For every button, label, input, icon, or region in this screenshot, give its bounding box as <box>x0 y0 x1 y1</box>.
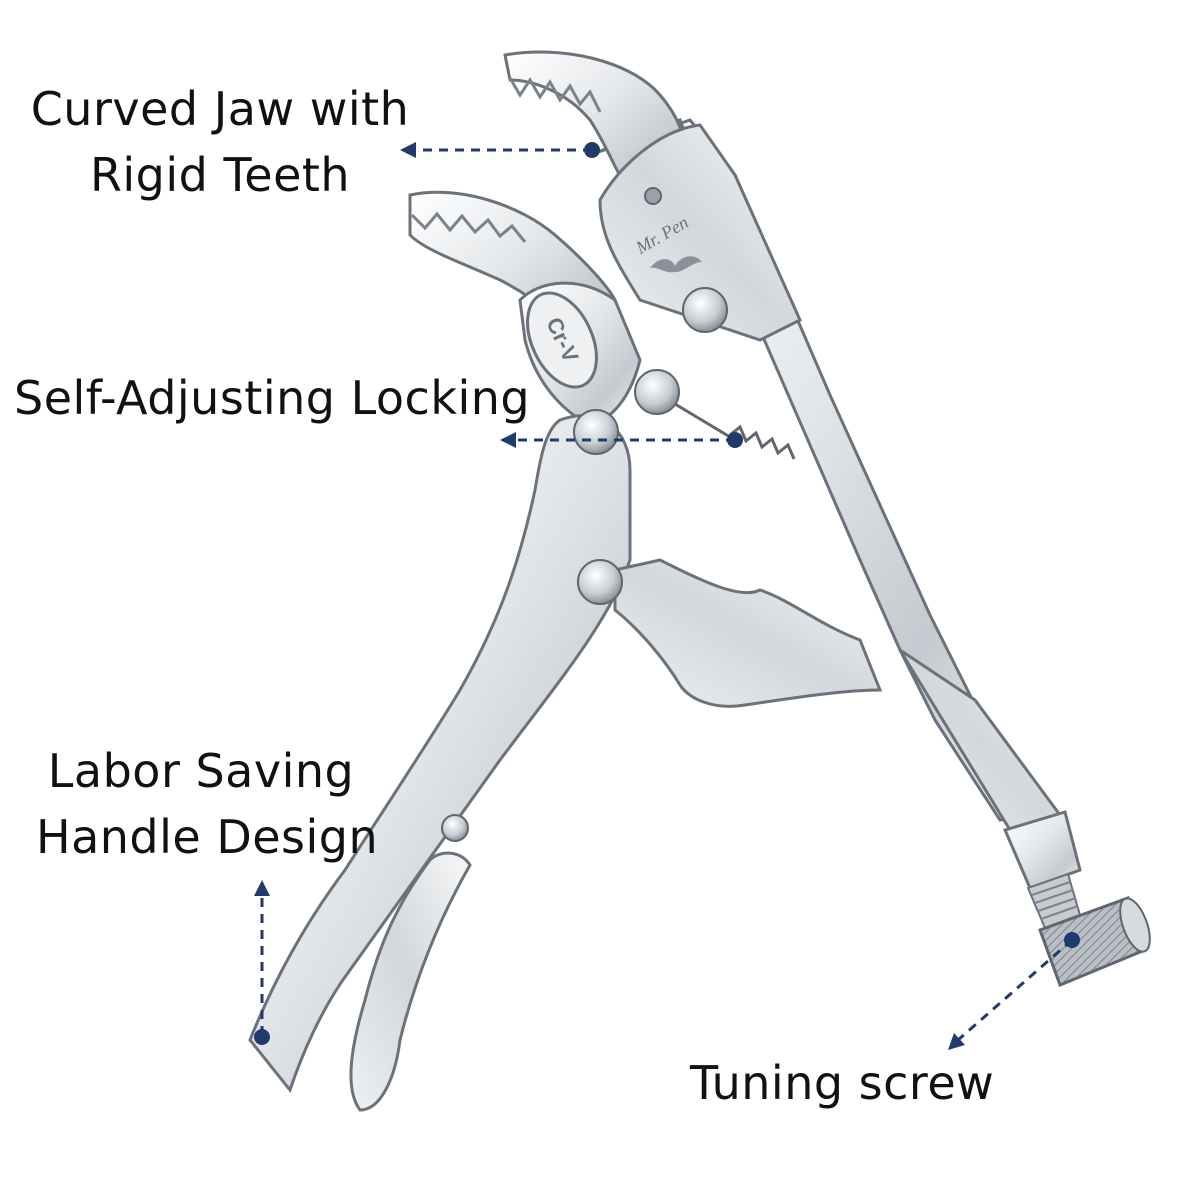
handle-arrowhead-icon <box>254 880 270 896</box>
lock-label: Self-Adjusting Locking <box>14 365 530 431</box>
screw-arrowhead-icon <box>948 1033 965 1050</box>
rivets <box>441 287 728 842</box>
callout-arrowheads <box>254 142 965 1050</box>
jaw-label: Curved Jaw with Rigid Teeth <box>30 76 410 208</box>
joint-rivet-icon <box>573 409 619 455</box>
handle-rivet-icon <box>577 559 623 605</box>
upper-jaw <box>503 50 802 342</box>
lever-rivet-icon <box>441 814 469 842</box>
lock-rivet-icon <box>634 369 680 415</box>
lock-dot-icon <box>727 432 743 448</box>
mustache-icon <box>650 256 702 273</box>
link-plate <box>613 558 883 708</box>
cr-v-badge: Cr-V <box>526 291 598 389</box>
handle-label-line1: Labor Saving <box>47 744 355 798</box>
lock-arrowhead-icon <box>500 432 516 448</box>
handle-label: Labor Saving Handle Design <box>36 738 379 870</box>
tuning-screw-knob <box>1038 896 1151 987</box>
handle-dot-icon <box>254 1029 270 1045</box>
screw-label: Tuning screw <box>690 1050 994 1116</box>
movable-handle <box>248 414 632 1112</box>
screw-callout-line <box>957 938 1073 1042</box>
callout-arrows <box>260 148 1073 1042</box>
jaw-hole-icon <box>644 187 662 205</box>
spring <box>659 393 796 460</box>
lock-label-line1: Self-Adjusting Locking <box>14 371 531 425</box>
handle-label-line2: Handle Design <box>36 810 379 864</box>
screw-dot-icon <box>1064 932 1080 948</box>
jaw-dot-icon <box>584 142 600 158</box>
callout-dots <box>254 142 1080 1045</box>
screw-label-line1: Tuning screw <box>690 1056 995 1110</box>
pivot-rivet-icon <box>682 287 728 333</box>
jaw-arrowhead-icon <box>400 142 416 158</box>
jaw-label-line1: Curved Jaw with <box>30 82 410 136</box>
jaw-label-line2: Rigid Teeth <box>89 148 351 202</box>
